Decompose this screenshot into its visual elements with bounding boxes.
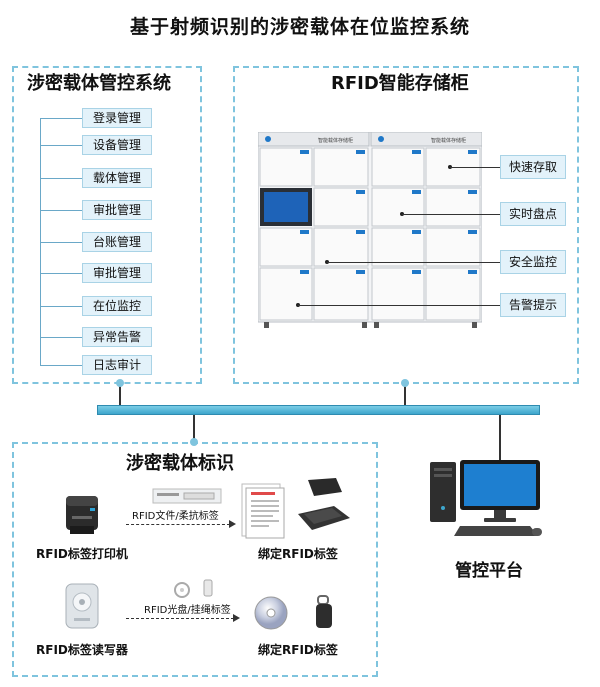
rfid-flexible-tag-icon xyxy=(298,478,350,530)
dashed-arrow-row1 xyxy=(126,524,230,525)
mgmt-tree-branch xyxy=(40,145,82,146)
mgmt-tree-trunk xyxy=(40,118,41,365)
cabinet-right-label: 智能载体存储柜 xyxy=(431,137,466,144)
connector-bus-platform xyxy=(499,415,501,460)
menu-item-monitor[interactable]: 在位监控 xyxy=(82,296,152,316)
menu-item-ledger[interactable]: 台账管理 xyxy=(82,232,152,252)
arrow-label-row1: RFID文件/柔抗标签 xyxy=(132,511,219,522)
arrow-head-row1 xyxy=(229,520,236,528)
mgmt-tree-branch xyxy=(40,365,82,366)
connector-bus-carrier xyxy=(193,415,195,443)
connector-cabinet-node xyxy=(401,379,409,387)
rfid-document-icon xyxy=(241,483,285,539)
mgmt-tree-branch xyxy=(40,118,82,119)
mgmt-tree-branch xyxy=(40,178,82,179)
rfid-label-sheet-icon xyxy=(152,488,222,504)
mgmt-tree-branch xyxy=(40,210,82,211)
cabinet-left-label: 智能载体存储柜 xyxy=(318,137,353,144)
connector-mgmt-bus xyxy=(119,384,121,405)
diagram-title: 基于射频识别的涉密载体在位监控系统 xyxy=(129,16,470,38)
feature-pointer-line xyxy=(402,214,500,215)
mgmt-tree-branch xyxy=(40,273,82,274)
rfid-reader-caption: RFID标签读写器 xyxy=(36,643,128,657)
rfid-reader-icon xyxy=(65,583,99,629)
arrow-label-row2: RFID光盘/挂绳标签 xyxy=(144,605,231,616)
menu-item-device[interactable]: 设备管理 xyxy=(82,135,152,155)
feature-pointer-line xyxy=(327,262,500,263)
control-platform-label: 管控平台 xyxy=(455,561,523,581)
connector-mgmt-node xyxy=(116,379,124,387)
menu-item-alarm[interactable]: 异常告警 xyxy=(82,327,152,347)
menu-item-audit[interactable]: 日志审计 xyxy=(82,355,152,375)
mgmt-tree-branch xyxy=(40,242,82,243)
mgmt-panel-title: 涉密载体管控系统 xyxy=(27,73,171,94)
bound-tag-caption-row2: 绑定RFID标签 xyxy=(258,643,338,657)
feature-security-monitoring: 安全监控 xyxy=(500,250,566,274)
storage-cabinet-image: 智能载体存储柜 智能载体存储柜 xyxy=(258,132,482,328)
rfid-disc-icon xyxy=(254,596,288,630)
feature-realtime-inventory: 实时盘点 xyxy=(500,202,566,226)
menu-item-approval-2[interactable]: 审批管理 xyxy=(82,263,152,283)
arrow-head-row2 xyxy=(233,614,240,622)
label-printer-caption: RFID标签打印机 xyxy=(36,547,128,561)
rfid-lanyard-tag-icon xyxy=(316,595,332,628)
feature-pointer-line xyxy=(298,305,500,306)
dashed-arrow-row2 xyxy=(126,618,234,619)
bound-tag-caption-row1: 绑定RFID标签 xyxy=(258,547,338,561)
label-printer-icon xyxy=(66,496,98,534)
carrier-panel-title: 涉密载体标识 xyxy=(126,453,234,474)
menu-item-login[interactable]: 登录管理 xyxy=(82,108,152,128)
feature-fast-access: 快速存取 xyxy=(500,155,566,179)
cabinet-panel-title: RFID智能存储柜 xyxy=(331,73,469,94)
mgmt-tree-branch xyxy=(40,337,82,338)
carrier-panel xyxy=(12,442,378,677)
menu-item-carrier[interactable]: 载体管理 xyxy=(82,168,152,188)
control-platform-computer-icon xyxy=(430,460,542,536)
mgmt-panel xyxy=(12,66,202,384)
menu-item-approval[interactable]: 审批管理 xyxy=(82,200,152,220)
disc-and-lanyard-tags-icon xyxy=(174,579,213,598)
mgmt-tree-branch xyxy=(40,306,82,307)
feature-pointer-line xyxy=(450,167,500,168)
feature-alarm-prompt: 告警提示 xyxy=(500,293,566,317)
connector-cabinet-bus xyxy=(404,384,406,405)
network-bus xyxy=(97,405,540,415)
